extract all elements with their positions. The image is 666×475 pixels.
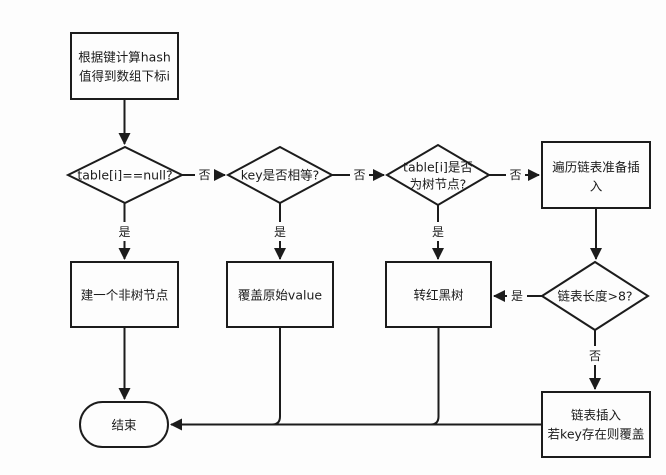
create-node-box xyxy=(70,261,179,328)
end-label: 结束 xyxy=(111,418,137,433)
edge-label-yes-2: 是 xyxy=(274,225,286,239)
label-gap xyxy=(506,165,525,185)
overwrite-value-box xyxy=(226,261,334,328)
traverse-list-box xyxy=(541,141,651,209)
label-gap xyxy=(507,286,527,305)
edge-label-no-1: 否 xyxy=(198,168,210,182)
node-rbtree: 转红黑树 xyxy=(385,261,492,328)
edges xyxy=(118,99,602,431)
edge-labels: 否 否 否 否 是 是 是 是 xyxy=(114,165,605,365)
traverse-list-label-line1: 遍历链表准备插 xyxy=(552,160,640,175)
label-gap xyxy=(270,222,290,241)
list-insert-box xyxy=(541,391,651,458)
edge-rbtree-join xyxy=(430,327,440,426)
rbtree-box xyxy=(385,261,492,328)
decision-tree-node-label-line1: table[i]是否 xyxy=(403,160,473,175)
rbtree-label: 转红黑树 xyxy=(413,288,463,303)
edge-label-no-4: 否 xyxy=(589,349,601,363)
decision-tree-node: table[i]是否 为树节点? xyxy=(385,143,491,207)
decision-key-equal-label: key是否相等? xyxy=(241,168,320,183)
decision-key-equal-diamond xyxy=(225,145,335,205)
end-terminator xyxy=(79,401,169,448)
decision-table-null: table[i]==null? xyxy=(65,145,185,205)
edge-label-yes-4: 是 xyxy=(511,289,523,303)
traverse-list-label-line2: 入 xyxy=(590,179,603,194)
decision-list-length: 链表长度>8? xyxy=(540,260,650,332)
label-gap xyxy=(114,222,135,241)
create-node-label: 建一个非树节点 xyxy=(81,288,169,303)
decision-list-length-label: 链表长度>8? xyxy=(557,289,632,304)
overwrite-value-label: 覆盖原始value xyxy=(238,288,322,303)
edge-label-no-3: 否 xyxy=(509,168,521,182)
decision-tree-node-diamond xyxy=(385,143,491,207)
edge-overwrite-join xyxy=(271,327,281,426)
node-start: 根据键计算hash 值得到数组下标i xyxy=(70,32,179,100)
decision-tree-node-label-line2: 为树节点? xyxy=(410,177,467,192)
edge-label-no-2: 否 xyxy=(353,168,365,182)
start-label-line2: 值得到数组下标i xyxy=(79,69,170,84)
label-gap xyxy=(195,165,214,185)
start-label-line1: 根据键计算hash xyxy=(78,50,171,65)
label-gap xyxy=(585,346,605,365)
decision-table-null-diamond xyxy=(65,145,185,205)
node-overwrite-value: 覆盖原始value xyxy=(226,261,334,328)
decision-list-length-diamond xyxy=(540,260,650,332)
decision-table-null-label: table[i]==null? xyxy=(77,168,172,183)
start-box xyxy=(70,32,179,100)
edge-label-yes-3: 是 xyxy=(432,225,444,239)
node-list-insert: 链表插入 若key存在则覆盖 xyxy=(541,391,651,458)
node-traverse-list: 遍历链表准备插 入 xyxy=(541,141,651,209)
label-gap xyxy=(428,222,448,241)
node-end: 结束 xyxy=(79,401,169,448)
label-gap xyxy=(350,165,369,185)
list-insert-label-line2: 若key存在则覆盖 xyxy=(548,427,645,442)
node-create-node: 建一个非树节点 xyxy=(70,261,179,328)
edge-label-yes-1: 是 xyxy=(118,225,130,239)
list-insert-label-line1: 链表插入 xyxy=(571,408,622,423)
decision-key-equal: key是否相等? xyxy=(225,145,335,205)
